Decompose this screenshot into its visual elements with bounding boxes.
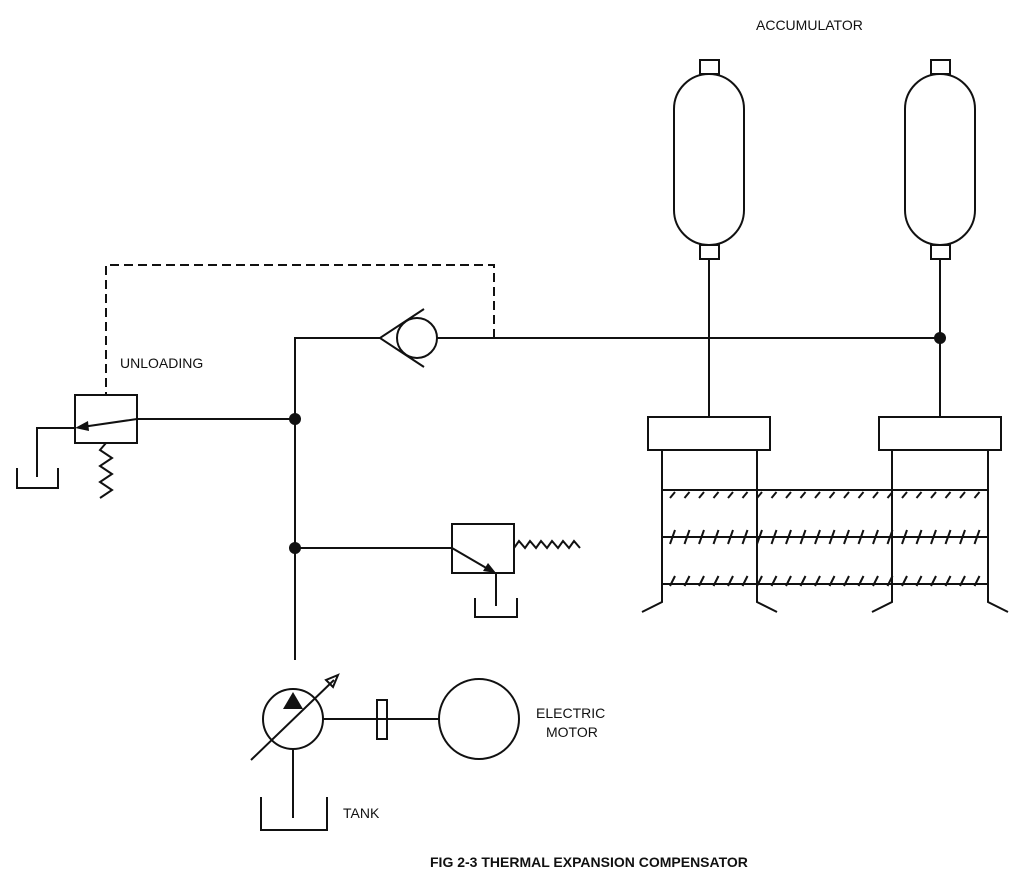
hatch-mark — [799, 575, 807, 587]
hatch-mark — [886, 491, 894, 499]
tank-symbol — [260, 797, 328, 831]
hatch-mark — [857, 529, 865, 545]
pump-direction-triangle-icon — [283, 692, 303, 709]
hatch-mark — [915, 491, 923, 499]
junction-dot — [934, 332, 946, 344]
relief-valve — [295, 523, 581, 618]
hatch-mark — [756, 491, 763, 499]
accumulator-label: ACCUMULATOR — [756, 17, 863, 33]
hatch-mark — [669, 491, 676, 499]
hatch-mark — [872, 529, 879, 545]
hatch-mark — [698, 529, 705, 545]
hatch-mark — [901, 491, 908, 499]
accumulator-2 — [904, 59, 976, 417]
figure-caption: FIG 2-3 THERMAL EXPANSION COMPENSATOR — [430, 854, 748, 870]
pilot-line-dashed — [105, 264, 495, 395]
hatch-mark — [814, 529, 821, 545]
hatch-mark — [683, 575, 691, 587]
hatch-mark — [872, 491, 879, 499]
hatch-mark — [683, 529, 691, 545]
hatch-mark — [712, 491, 720, 499]
cylinder-head-2 — [878, 416, 1002, 451]
hatch-mark — [785, 529, 792, 545]
tank-symbol — [474, 598, 518, 618]
hatch-mark — [669, 575, 676, 587]
hatch-mark — [683, 491, 691, 499]
hatch-mark — [973, 575, 981, 587]
variable-pump — [250, 673, 340, 831]
hatch-mark — [886, 575, 894, 587]
unloading-valve — [16, 394, 295, 499]
unloading-label: UNLOADING — [120, 355, 203, 371]
hatch-mark — [886, 529, 894, 545]
hatch-mark — [930, 575, 937, 587]
electric-motor-drive — [323, 678, 520, 760]
spring-icon — [98, 442, 114, 499]
cylinder-head-1 — [647, 416, 771, 451]
hatch-mark — [828, 575, 836, 587]
hatch-mark — [944, 491, 952, 499]
hatch-mark — [843, 529, 850, 545]
hatch-mark — [785, 575, 792, 587]
hatch-mark — [843, 575, 850, 587]
hatch-mark — [828, 491, 836, 499]
hatch-mark — [727, 491, 734, 499]
hatch-mark — [741, 491, 749, 499]
hatch-mark — [712, 575, 720, 587]
hatch-mark — [814, 575, 821, 587]
hatch-mark — [770, 575, 778, 587]
hatch-mark — [959, 575, 966, 587]
hatch-mark — [973, 491, 981, 499]
hatch-mark — [944, 529, 952, 545]
hatch-mark — [930, 491, 937, 499]
spring-icon — [513, 539, 581, 550]
hatch-mark — [785, 491, 792, 499]
hatch-mark — [727, 529, 734, 545]
hatch-mark — [799, 529, 807, 545]
cylinder-structure — [641, 416, 1009, 613]
hatch-mark — [828, 529, 836, 545]
hatch-mark — [712, 529, 720, 545]
hatch-mark — [770, 491, 778, 499]
hatch-mark — [756, 575, 763, 587]
hatch-mark — [857, 491, 865, 499]
main-pressure-line — [289, 332, 946, 660]
hatch-mark — [799, 491, 807, 499]
hatch-mark — [843, 491, 850, 499]
hatch-mark — [698, 491, 705, 499]
hatch-mark — [770, 529, 778, 545]
check-valve — [378, 308, 438, 368]
electric-motor-label-line2: MOTOR — [546, 724, 598, 740]
electric-motor-label-line1: ELECTRIC — [536, 705, 605, 721]
hatch-mark — [872, 575, 879, 587]
hatch-mark — [930, 529, 937, 545]
hatch-mark — [915, 529, 923, 545]
hatch-mark — [901, 575, 908, 587]
hatch-mark — [756, 529, 763, 545]
flow-arrow-icon — [483, 563, 496, 573]
hatch-mark — [973, 529, 981, 545]
coupling — [376, 699, 388, 740]
hatch-mark — [915, 575, 923, 587]
hatch-mark — [698, 575, 705, 587]
hatch-mark — [741, 575, 749, 587]
hatch-mark — [741, 529, 749, 545]
hatch-mark — [669, 529, 676, 545]
hatch-mark — [727, 575, 734, 587]
hatch-mark — [814, 491, 821, 499]
accumulator-1 — [673, 59, 745, 417]
electric-motor — [438, 678, 520, 760]
hatch-mark — [901, 529, 908, 545]
hatch-mark — [944, 575, 952, 587]
hatch-mark — [959, 491, 966, 499]
flow-arrow-icon — [75, 421, 89, 431]
tank-label: TANK — [343, 805, 380, 821]
variable-arrow-icon — [324, 673, 340, 689]
hatch-mark — [959, 529, 966, 545]
tank-symbol — [16, 468, 59, 489]
hatch-mark — [857, 575, 865, 587]
